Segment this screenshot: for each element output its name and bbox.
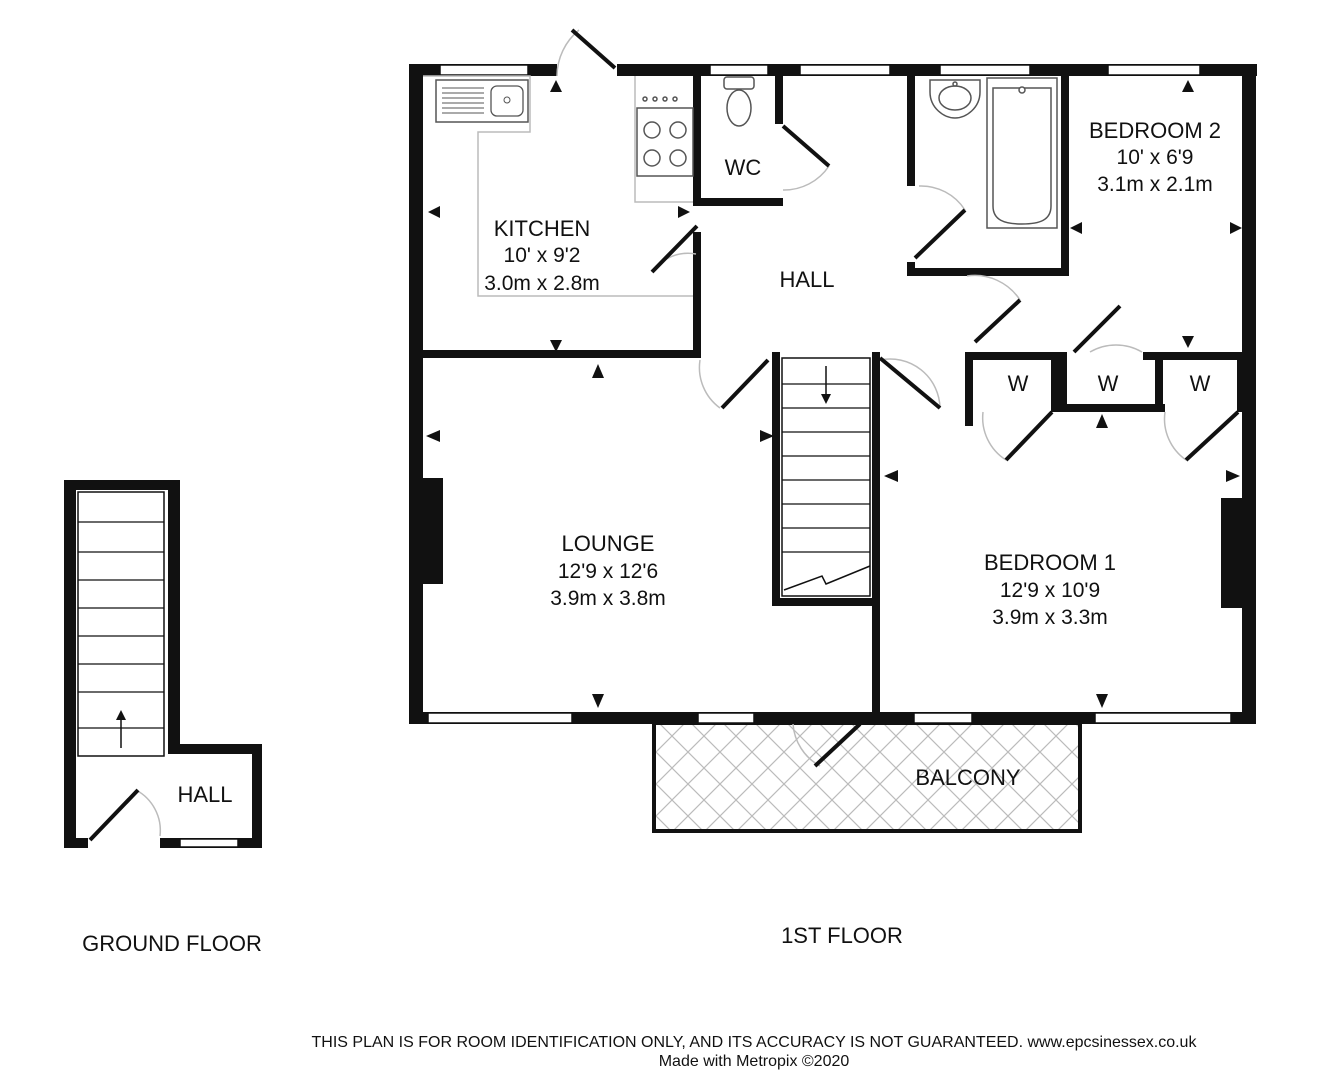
bedroom1-name: BEDROOM 1 [984,550,1116,575]
bedroom2-metric: 3.1m x 2.1m [1097,173,1213,196]
toilet-icon [723,76,755,127]
disclaimer-text: THIS PLAN IS FOR ROOM IDENTIFICATION ONL… [312,1034,1198,1051]
ground-floor-plan: HALL [64,480,262,848]
bedroom2-imperial: 10' x 6'9 [1117,146,1194,169]
down-arrow-icon [821,394,831,404]
bath-icon [986,77,1058,229]
bedroom1-metric: 3.9m x 3.3m [992,606,1108,629]
door-swings [556,28,1240,768]
ground-floor-caption: GROUND FLOOR [82,931,262,956]
lounge-name: LOUNGE [562,531,655,556]
wardrobe-label: W [1190,371,1211,396]
bedroom1-imperial: 12'9 x 10'9 [1000,579,1100,602]
ground-floor-window [179,838,239,848]
balcony-area [652,721,1082,833]
wardrobe-label: W [1098,371,1119,396]
up-arrow-icon [116,710,126,720]
interior-walls [409,64,1255,718]
dimension-markers [426,80,1242,708]
kitchen-name: KITCHEN [494,216,591,241]
hall-first-name: HALL [779,267,834,292]
basin-icon [929,79,981,119]
credit-text: Made with Metropix ©2020 [659,1053,850,1070]
first-floor-plan: KITCHEN 10' x 9'2 3.0m x 2.8m WC HALL BE… [409,28,1257,833]
kitchen-imperial: 10' x 9'2 [504,244,581,267]
wardrobe-label: W [1008,371,1029,396]
stair-break-icon [783,565,871,591]
lounge-imperial: 12'9 x 12'6 [558,560,658,583]
kitchen-metric: 3.0m x 2.8m [484,272,600,295]
first-floor-caption: 1ST FLOOR [781,923,903,948]
windows [427,64,1232,724]
hob-icon [636,96,694,177]
bedroom2-name: BEDROOM 2 [1089,118,1221,143]
stairs-ground-floor [77,491,165,757]
ground-door-swing [88,788,162,842]
sink-icon [435,79,529,123]
balcony-name: BALCONY [915,765,1020,790]
kitchen-counter [423,75,693,297]
hall-ground-name: HALL [177,782,232,807]
wc-name: WC [725,155,762,180]
lounge-metric: 3.9m x 3.8m [550,587,666,610]
room-labels: KITCHEN 10' x 9'2 3.0m x 2.8m WC HALL BE… [484,118,1221,790]
stairs-first-floor [781,357,871,597]
